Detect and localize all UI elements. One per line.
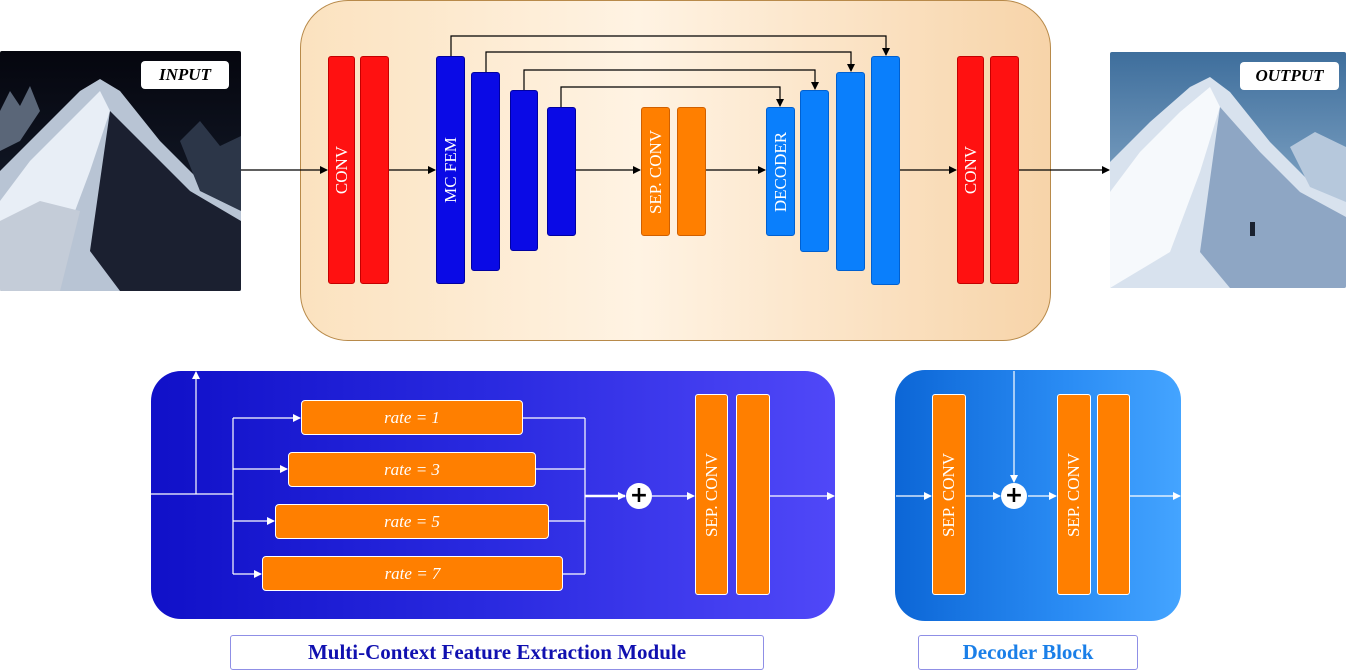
encoder-block-4 [547,107,576,236]
bottleneck-sep-conv-1: SEP. CONV [641,107,670,236]
decoder-sum-icon: + [1001,483,1027,509]
encoder-block-3 [510,90,538,251]
decoder-block-1: DECODER [766,107,795,236]
encoder-block-2 [471,72,500,271]
bottleneck-sep-conv-2 [677,107,706,236]
conv-out-block-2 [990,56,1019,284]
conv-out-block-1: CONV [957,56,984,284]
decoder-sep-conv-1: SEP. CONV [932,394,966,595]
decoder-sep-conv-3 [1097,394,1130,595]
skip-connection-2 [485,51,855,72]
mcfem-sep-conv-1: SEP. CONV [695,394,728,595]
conv-in-block-2 [360,56,389,284]
decoder-block-3 [836,72,865,271]
rate-3-block: rate = 3 [288,452,536,487]
rate-1-block: rate = 1 [301,400,523,435]
decoder-caption: Decoder Block [918,635,1138,670]
rate-7-block: rate = 7 [262,556,563,591]
mcfem-sep-conv-2 [736,394,770,595]
conv-in-block-1: CONV [328,56,355,284]
rate-5-block: rate = 5 [275,504,549,539]
decoder-block-4 [871,56,900,285]
input-label: INPUT [141,61,229,89]
decoder-block-2 [800,90,829,252]
output-image: OUTPUT [1110,52,1346,288]
skip-connection-1 [450,35,890,56]
decoder-sep-conv-2: SEP. CONV [1057,394,1091,595]
skip-connection-4 [560,86,784,107]
encoder-block-1: MC FEM [436,56,465,284]
skip-connection-3 [523,69,819,90]
output-label: OUTPUT [1240,62,1339,90]
input-image: INPUT [0,51,241,291]
mcfem-caption: Multi-Context Feature Extraction Module [230,635,764,670]
mcfem-sum-icon: + [626,483,652,509]
